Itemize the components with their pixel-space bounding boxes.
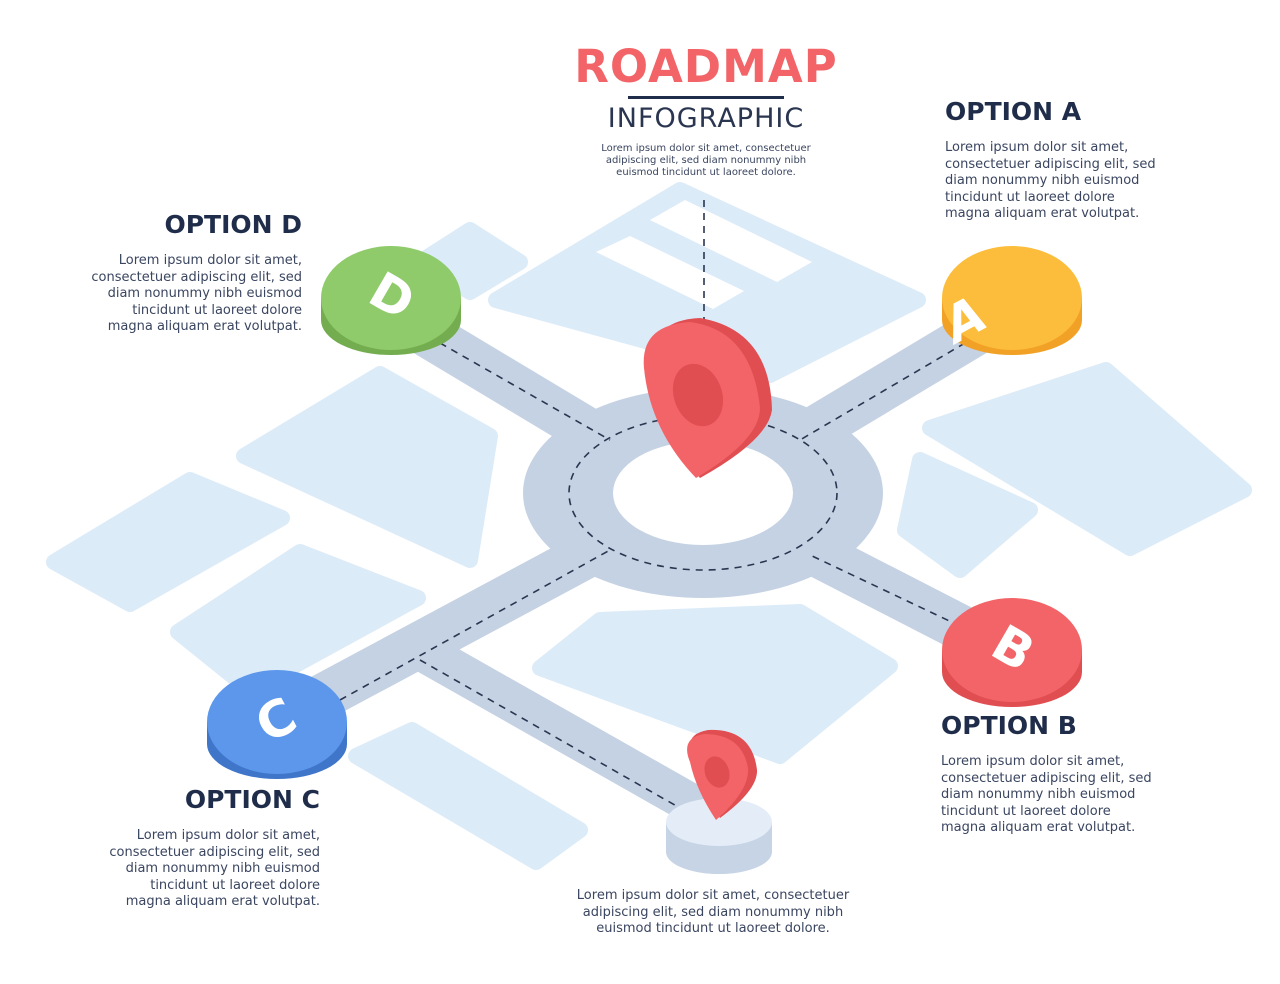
map-block	[922, 362, 1252, 556]
map-block	[348, 722, 588, 870]
option-a-title: OPTION A	[945, 97, 1082, 126]
page-title: ROADMAP	[574, 40, 838, 93]
main-location-pin	[643, 318, 772, 478]
map-block	[897, 452, 1038, 578]
option-c-disc	[207, 670, 347, 779]
destination-platform-top	[666, 798, 772, 846]
dash-to-destination	[419, 659, 681, 809]
roundabout-center	[613, 441, 793, 545]
title-underline	[628, 96, 784, 99]
option-a-disc	[942, 246, 1082, 355]
map-block	[532, 604, 898, 764]
option-d-disc	[321, 246, 461, 355]
option-b-disc	[942, 598, 1082, 707]
page-subtitle: INFOGRAPHIC	[607, 103, 805, 134]
header-description: Lorem ipsum dolor sit amet, consectetuer…	[601, 143, 811, 178]
dash-roundabout	[568, 415, 838, 571]
map-block	[236, 366, 498, 568]
dash-to-d	[439, 342, 611, 441]
map-lot	[650, 200, 812, 282]
dash-to-b	[809, 554, 961, 627]
option-d-title: OPTION D	[164, 210, 302, 239]
dash-to-a	[799, 342, 966, 441]
option-b-text: Lorem ipsum dolor sit amet, consectetuer…	[941, 754, 1152, 835]
destination-description: Lorem ipsum dolor sit amet, consectetuer…	[576, 888, 850, 936]
road-to-destination	[410, 632, 730, 838]
destination-pin	[687, 729, 758, 820]
option-b-title: OPTION B	[941, 711, 1077, 740]
option-a-text: Lorem ipsum dolor sit amet, consectetuer…	[945, 140, 1156, 221]
option-d-text: Lorem ipsum dolor sit amet, consectetuer…	[91, 253, 302, 334]
option-c-text: Lorem ipsum dolor sit amet, consectetuer…	[109, 828, 320, 909]
map-lot	[596, 236, 744, 309]
option-c-title: OPTION C	[184, 785, 320, 814]
map-block	[46, 472, 290, 612]
